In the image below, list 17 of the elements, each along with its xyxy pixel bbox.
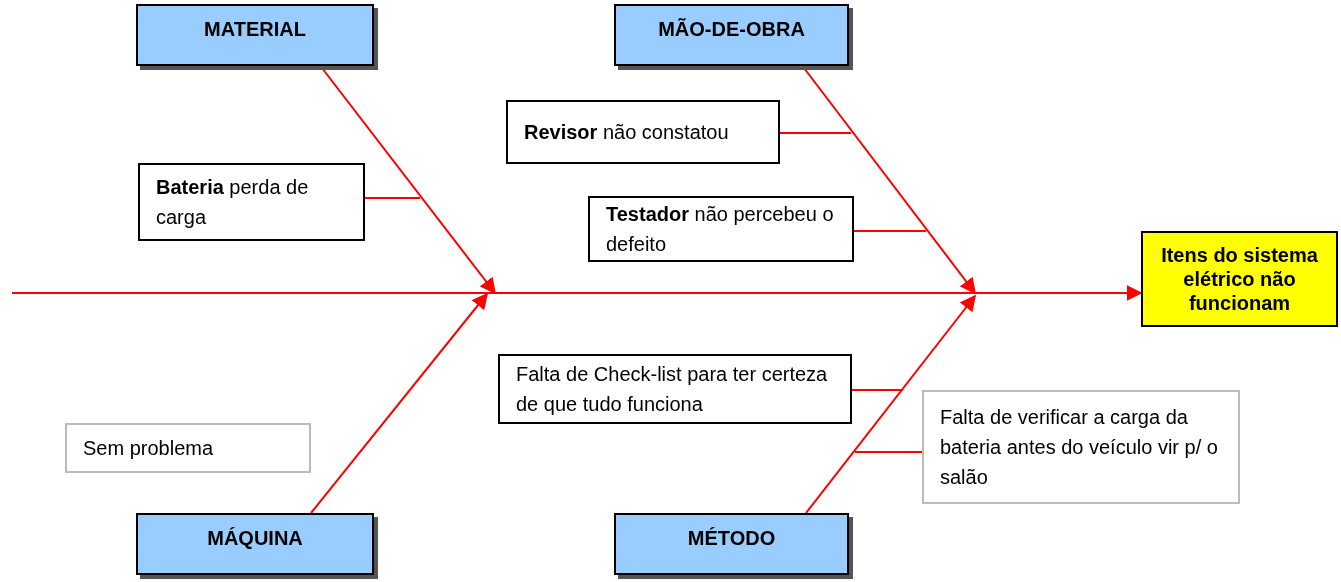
arrow: [310, 292, 488, 514]
arrow: [803, 67, 976, 295]
effect-box: Itens do sistema elétrico não funcionam: [1141, 231, 1338, 327]
connector-line: [853, 230, 927, 232]
cause-box: Falta de verificar a carga da bateria antes do veículo vir p/ o salão: [922, 390, 1240, 504]
arrow: [321, 67, 496, 295]
arrow: [11, 285, 1143, 301]
cause-box: Testador não percebeu o defeito: [588, 196, 854, 262]
cause-box: Bateria perda de carga: [138, 163, 365, 241]
connector-line: [779, 132, 852, 134]
cause-box: Falta de Check-list para ter certeza de que tudo funciona: [498, 354, 852, 424]
cause-box: Revisor não constatou: [506, 100, 780, 164]
connector-line: [851, 389, 904, 391]
connector-line: [854, 451, 923, 453]
note-box: Sem problema: [65, 423, 311, 473]
connector-line: [364, 197, 421, 199]
arrow: [805, 294, 976, 514]
